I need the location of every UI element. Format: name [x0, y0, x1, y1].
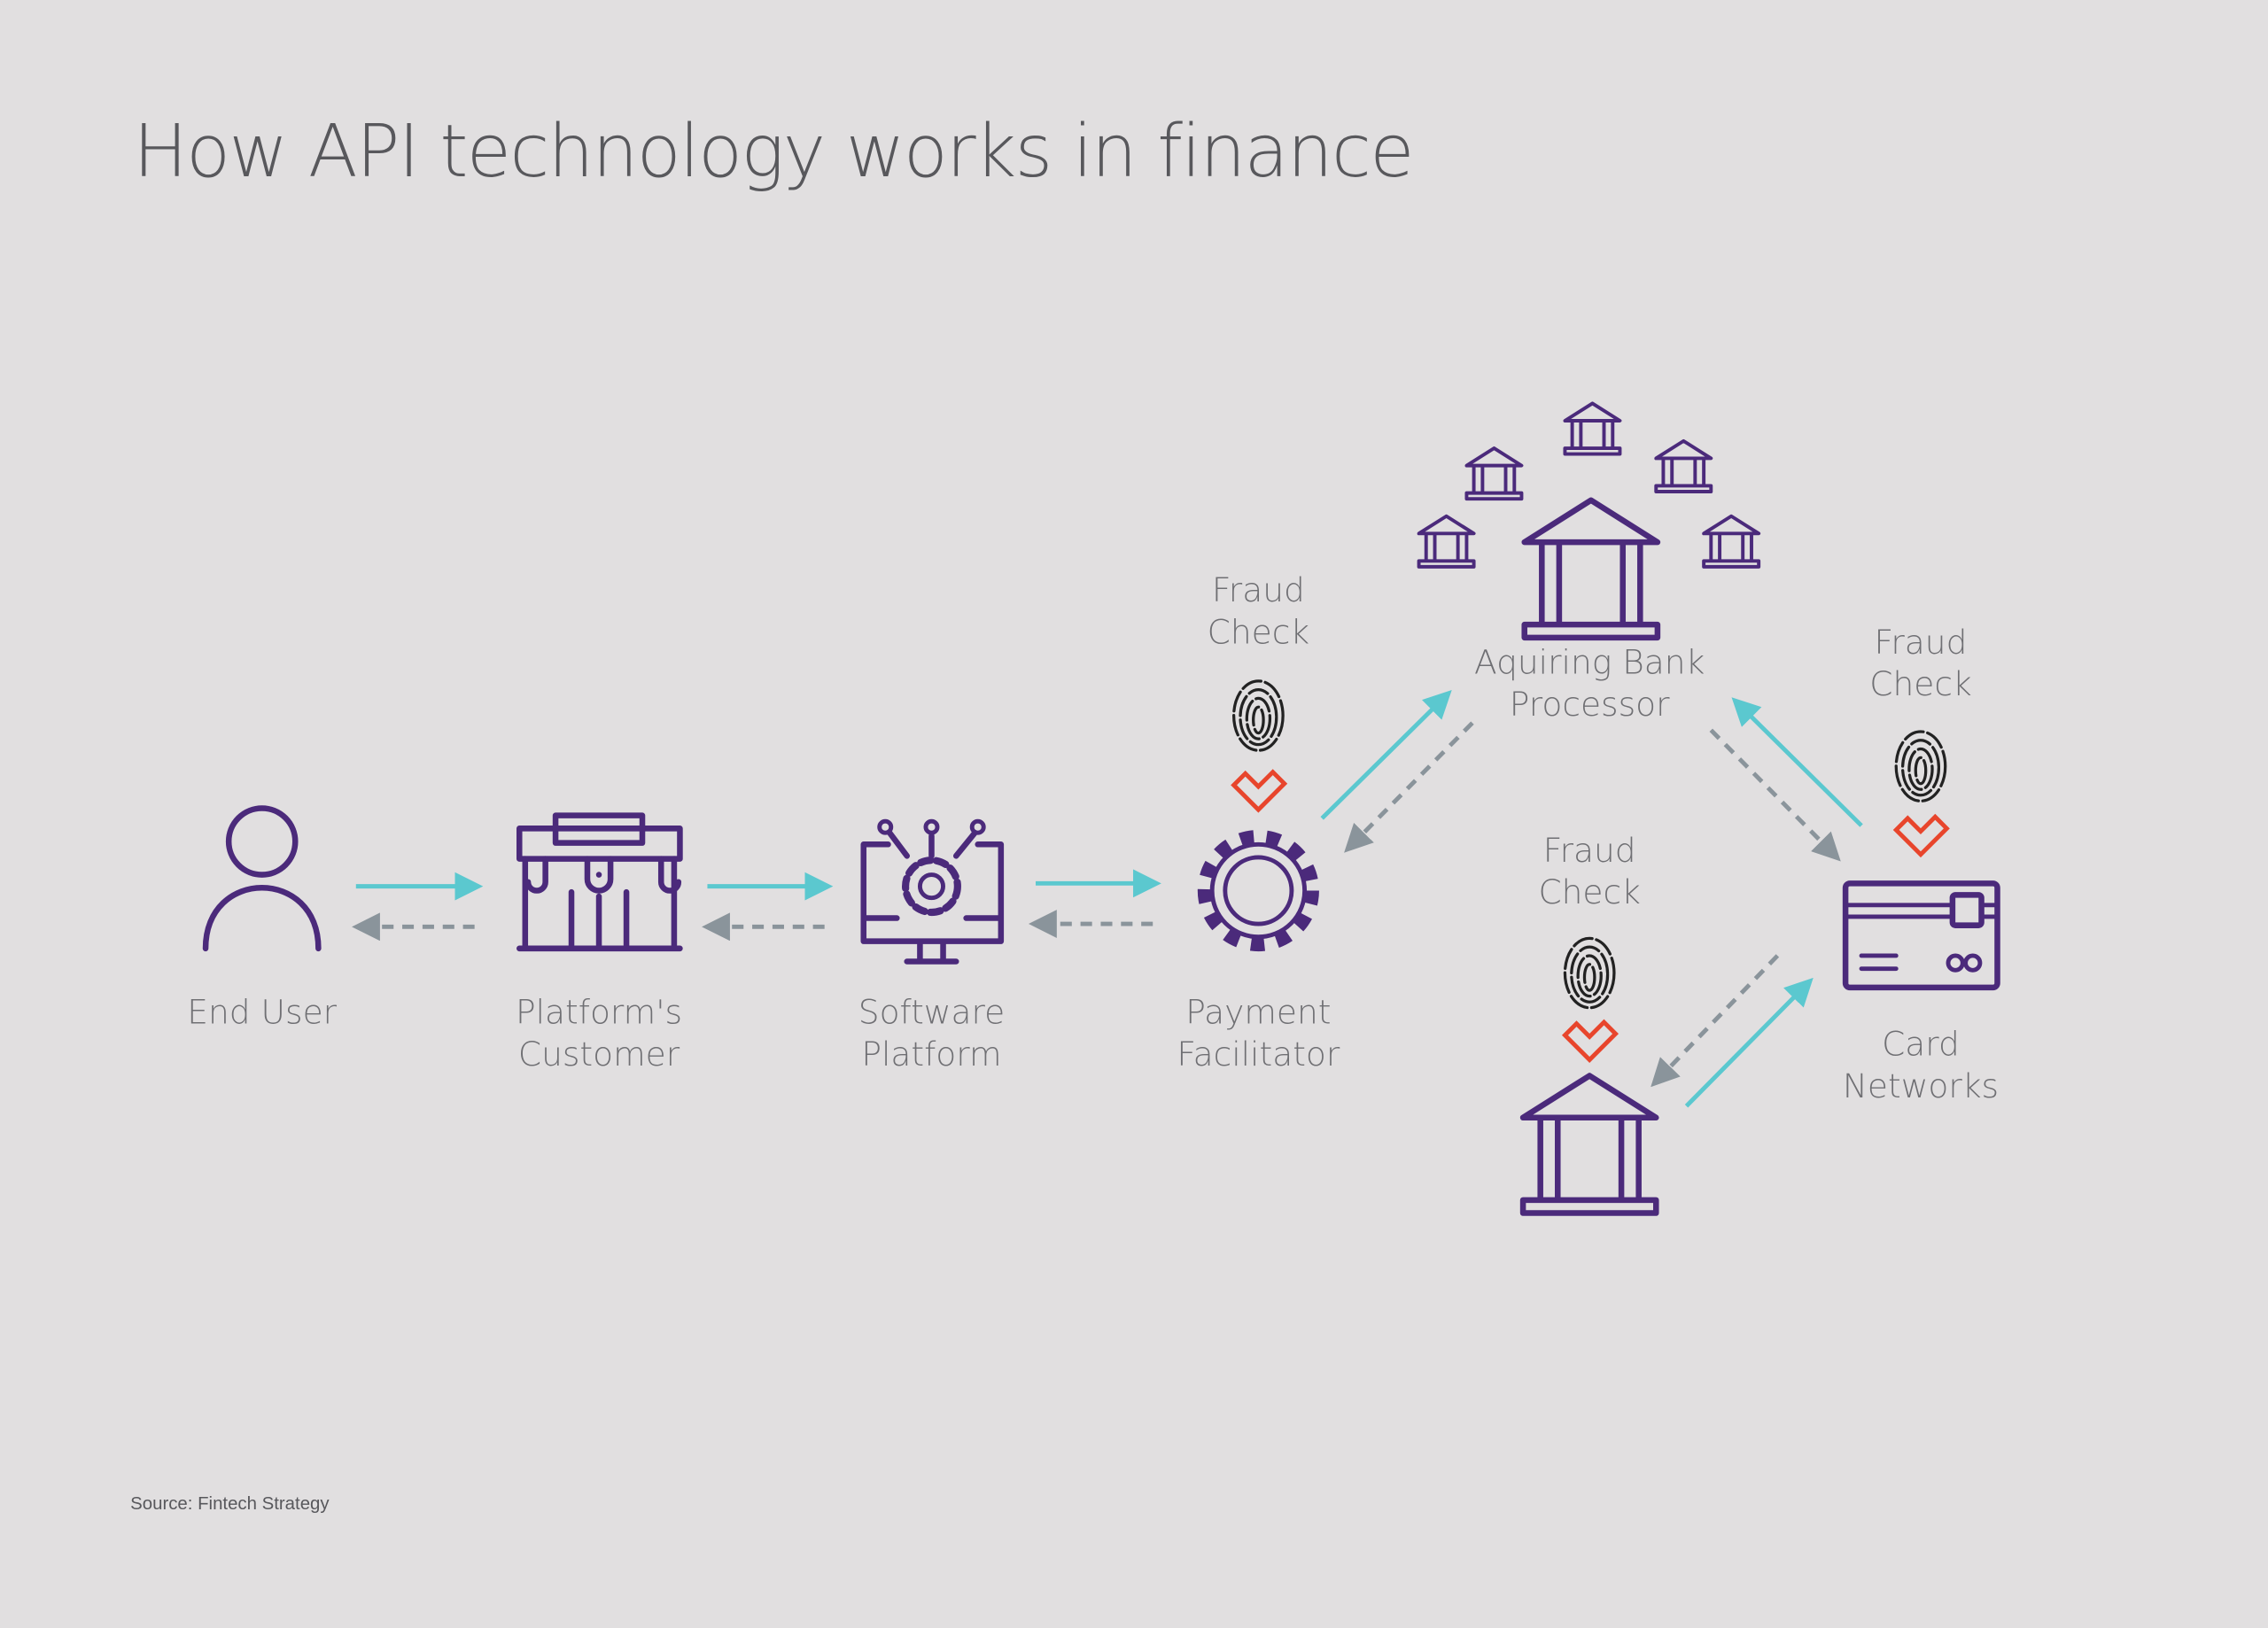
node-platforms-customer: Platform's Customer	[516, 812, 683, 1074]
acquiring-bank-label-2: Processor	[1510, 685, 1670, 724]
checkmark-icon	[1896, 817, 1946, 854]
node-card-networks: Card Networks	[1842, 880, 2000, 1105]
response-arrow	[1709, 728, 1841, 862]
payment-facilitator-label-1: Payment	[1185, 993, 1331, 1032]
credit-card-icon	[1842, 880, 2000, 991]
bank-icon	[1523, 1075, 1656, 1213]
checkmark-icon	[1565, 1022, 1615, 1059]
gear-icon	[1197, 829, 1319, 952]
person-icon	[202, 805, 322, 952]
bank-icon-small	[1464, 446, 1524, 501]
bank-icon-small	[1702, 514, 1761, 569]
fraud-check-label-1: Fraud	[1875, 623, 1968, 662]
bank-icon-small	[1654, 438, 1713, 493]
fingerprint-icon	[1231, 679, 1285, 752]
fraud-check-label-2: Check	[1538, 872, 1640, 911]
fraud-check-label-2: Check	[1208, 612, 1309, 651]
request-arrow	[1684, 977, 1814, 1108]
fingerprint-icon	[1563, 936, 1616, 1010]
bank-icon	[1525, 500, 1658, 638]
node-acquiring-bank: Aquiring Bank Processor	[1417, 401, 1761, 724]
fraud-check-label-1: Fraud	[1543, 831, 1636, 870]
bank-icon-small	[1563, 401, 1622, 456]
payment-facilitator-label-2: Facilitator	[1177, 1035, 1340, 1074]
fraud-check-payment-facilitator: Fraud Check	[1208, 570, 1309, 810]
fraud-check-label-1: Fraud	[1212, 570, 1305, 609]
checkmark-icon	[1234, 772, 1285, 810]
fraud-check-card-networks: Fraud Check	[1869, 623, 1972, 855]
node-payment-facilitator: Payment Facilitator	[1177, 829, 1340, 1074]
fingerprint-icon	[1894, 730, 1947, 802]
bank-icon-small	[1417, 514, 1476, 569]
storefront-icon	[516, 812, 683, 952]
software-platform-label-1: Software	[858, 993, 1005, 1032]
node-software-platform: Software Platform	[858, 818, 1005, 1074]
platforms-customer-label-1: Platform's	[516, 993, 682, 1032]
fraud-check-bank: Fraud Check	[1538, 831, 1641, 1060]
source-note: Source: Fintech Strategy	[130, 1494, 330, 1514]
end-user-label: End User	[187, 993, 337, 1032]
software-platform-label-2: Platform	[861, 1035, 1001, 1074]
response-arrow	[1344, 721, 1474, 853]
page-title: How API technology works in finance	[133, 110, 1412, 194]
acquiring-bank-label-1: Aquiring Bank	[1474, 643, 1705, 682]
arrows	[352, 690, 1863, 1108]
card-networks-label-2: Networks	[1843, 1066, 1999, 1105]
request-arrow	[1320, 690, 1452, 820]
monitor-gear-icon	[860, 818, 1005, 965]
response-arrow	[1651, 954, 1780, 1088]
node-end-user: End User	[187, 805, 338, 1032]
fraud-check-label-2: Check	[1869, 664, 1971, 703]
platforms-customer-label-2: Customer	[518, 1035, 680, 1074]
request-arrow	[1731, 697, 1863, 827]
card-networks-label-1: Card	[1882, 1025, 1960, 1064]
